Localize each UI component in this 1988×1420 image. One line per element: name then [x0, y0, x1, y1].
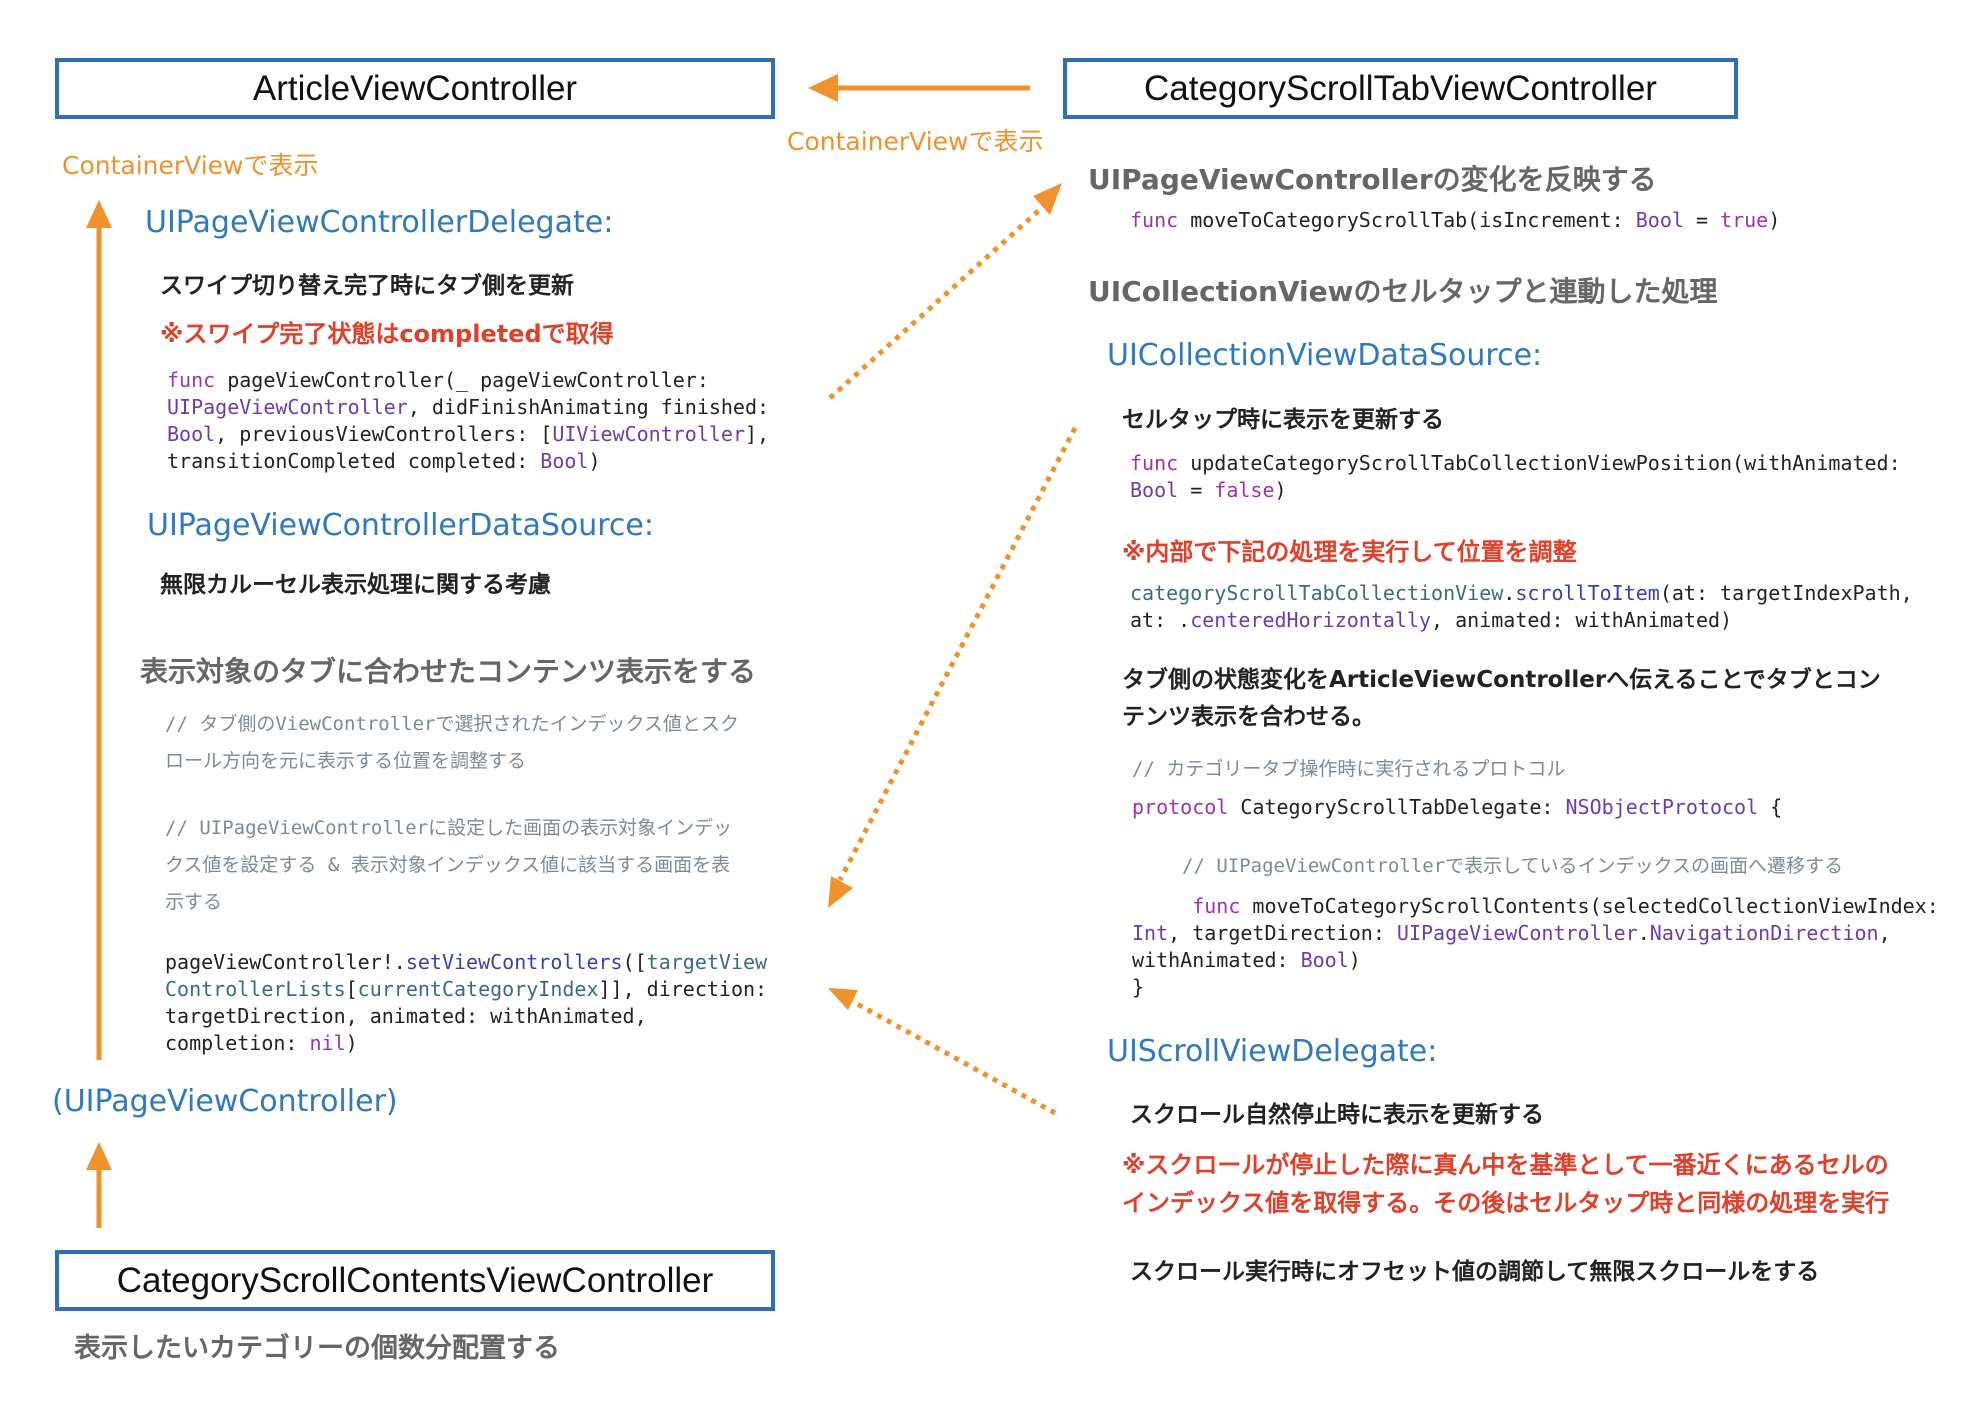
reflect-heading: UIPageViewControllerの変化を反映する	[1088, 163, 1657, 196]
arrow-tab-to-article	[808, 74, 1030, 102]
page-delegate-heading: UIPageViewControllerDelegate:	[145, 205, 614, 240]
page-datasource-heading: UIPageViewControllerDataSource:	[147, 508, 654, 543]
arrow-page-to-article	[86, 200, 112, 1060]
scroll-delegate-desc: スクロール自然停止時に表示を更新する	[1130, 1102, 1544, 1128]
collection-heading: UICollectionViewのセルタップと連動した処理	[1088, 275, 1718, 308]
page-delegate-desc: スワイプ切り替え完了時にタブ側を更新	[160, 273, 574, 299]
update-position-code: func updateCategoryScrollTabCollectionVi…	[1130, 451, 1901, 502]
infinite-scroll-desc: スクロール実行時にオフセット値の調節して無限スクロールをする	[1130, 1259, 1820, 1285]
category-contents-view-controller-label: CategoryScrollContentsViewController	[116, 1260, 714, 1300]
container-view-label-left: ContainerViewで表示	[62, 151, 319, 180]
content-section-heading: 表示対象のタブに合わせたコンテンツ表示をする	[140, 655, 757, 688]
reflect-code: func moveToCategoryScrollTab(isIncrement…	[1130, 208, 1781, 232]
move-comment: // UIPageViewControllerで表示しているインデックスの画面へ…	[1182, 855, 1843, 877]
contents-note: 表示したいカテゴリーの個数分配置する	[74, 1333, 560, 1364]
collection-datasource-heading: UICollectionViewDataSource:	[1107, 338, 1543, 373]
content-comment-2: // UIPageViewControllerに設定した画面の表示対象インデッ …	[165, 817, 733, 913]
content-comment-1: // タブ側のViewControllerで選択されたインデックス値とスク ロー…	[165, 713, 739, 772]
page-delegate-note: ※スワイプ完了状態はcompletedで取得	[160, 320, 614, 348]
scroll-delegate-note: ※スクロールが停止した際に真ん中を基準として一番近くにあるセルの インデックス値…	[1122, 1151, 1890, 1217]
dotted-arrow-scroll-to-content	[828, 988, 1057, 1116]
collection-datasource-desc: セルタップ時に表示を更新する	[1122, 407, 1444, 433]
protocol-code: protocol CategoryScrollTabDelegate: NSOb…	[1132, 795, 1783, 819]
move-code: func moveToCategoryScrollContents(select…	[1132, 894, 1939, 999]
category-tab-view-controller-box: CategoryScrollTabViewController	[1063, 58, 1738, 119]
set-view-controllers-code: pageViewController!.setViewControllers([…	[165, 950, 768, 1055]
container-view-label-mid: ContainerViewで表示	[787, 127, 1044, 156]
page-delegate-code: func pageViewController(_ pageViewContro…	[167, 368, 770, 473]
page-view-controller-label: (UIPageViewController)	[52, 1084, 398, 1119]
dotted-arrow-datasource-to-content	[828, 426, 1078, 908]
category-tab-view-controller-label: CategoryScrollTabViewController	[1144, 68, 1657, 108]
category-contents-view-controller-box: CategoryScrollContentsViewController	[55, 1250, 775, 1311]
internal-note: ※内部で下記の処理を実行して位置を調整	[1122, 538, 1577, 566]
arrow-contents-to-page	[86, 1142, 112, 1228]
scroll-to-item-code: categoryScrollTabCollectionView.scrollTo…	[1130, 581, 1913, 632]
scroll-delegate-heading: UIScrollViewDelegate:	[1107, 1034, 1438, 1069]
article-view-controller-label: ArticleViewController	[252, 68, 578, 108]
dotted-arrow-delegate-to-reflect	[828, 183, 1062, 400]
page-datasource-desc: 無限カルーセル表示処理に関する考慮	[160, 572, 551, 598]
article-view-controller-box: ArticleViewController	[55, 58, 775, 119]
protocol-comment: // カテゴリータブ操作時に実行されるプロトコル	[1132, 758, 1566, 780]
sync-desc: タブ側の状態変化をArticleViewControllerへ伝えることでタブと…	[1122, 667, 1881, 730]
